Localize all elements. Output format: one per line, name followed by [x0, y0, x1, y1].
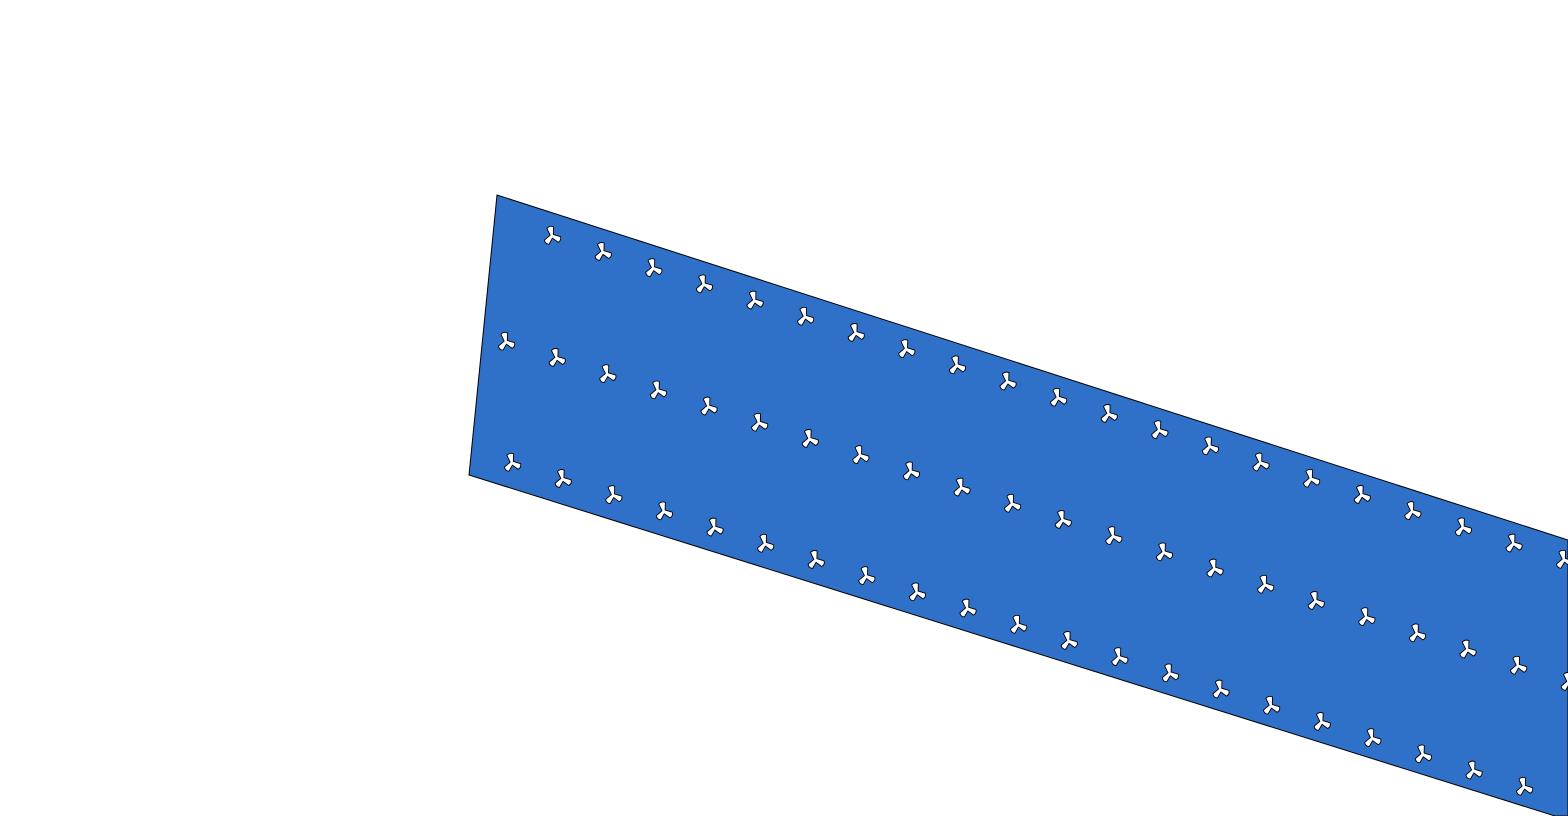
- render-viewport: [468, 194, 1568, 816]
- perforated-panel-render: [468, 194, 1568, 816]
